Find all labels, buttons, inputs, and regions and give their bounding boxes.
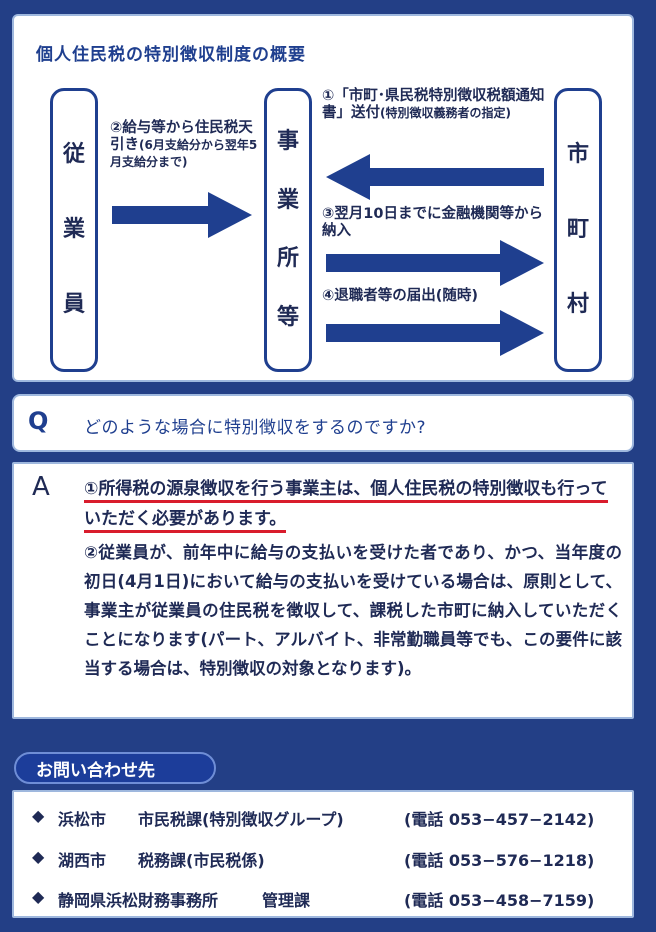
flow-note-notice: ①「市町･県民税特別徴収税額通知書」送付(特別徴収義務者の指定) (322, 88, 547, 122)
contact-dept: 市民税課(特別徴収グループ) (138, 810, 344, 829)
flow-note-withholding: ②給与等から住民税天引き(6月支給分から翌年5月支給分まで) (110, 120, 260, 171)
contact-row: ◆ 静岡県浜松財務事務所 管理課 (電話 053−458−7159) (32, 887, 622, 910)
contact-org: 静岡県浜松財務事務所 (58, 891, 219, 910)
diagram-title: 個人住民税の特別徴収制度の概要 (36, 45, 306, 65)
arrow-right-icon (326, 240, 544, 286)
city-box: 市 町 村 (554, 88, 602, 372)
flow-note-main: ③翌月10日までに金融機関等から納入 (322, 206, 543, 239)
employee-box: 従 業 員 (50, 88, 98, 372)
contact-phone: (電話 053−576−1218) (404, 851, 595, 870)
city-char: 町 (566, 216, 589, 242)
diamond-bullet-icon: ◆ (32, 887, 45, 906)
office-char: 業 (276, 187, 299, 213)
employee-char: 従 (62, 141, 85, 167)
flow-note-payment: ③翌月10日までに金融機関等から納入 (322, 206, 547, 240)
question-marker: Q (28, 407, 49, 435)
arrow-left-icon (326, 154, 544, 200)
contact-panel: ◆ 浜松市 市民税課(特別徴収グループ) (電話 053−457−2142) ◆… (12, 790, 634, 918)
answer-panel: A ①所得税の源泉徴収を行う事業主は、個人住民税の特別徴収も行っていただく必要が… (12, 462, 634, 719)
contact-row: ◆ 湖西市 税務課(市民税係) (電話 053−576−1218) (32, 847, 622, 870)
diamond-bullet-icon: ◆ (32, 806, 45, 825)
employee-char: 員 (62, 292, 85, 318)
answer-point-1: ①所得税の源泉徴収を行う事業主は、個人住民税の特別徴収も行っていただく必要があり… (84, 474, 622, 534)
arrow-right-icon (326, 310, 544, 356)
office-box: 事 業 所 等 (264, 88, 312, 372)
office-char: 等 (276, 304, 299, 330)
question-panel: Q どのような場合に特別徴収をするのですか? (12, 394, 634, 452)
contact-dept: 管理課 (262, 891, 311, 910)
contact-row: ◆ 浜松市 市民税課(特別徴収グループ) (電話 053−457−2142) (32, 806, 622, 829)
contact-org: 浜松市 (58, 810, 107, 829)
office-char: 事 (276, 129, 299, 155)
contact-phone: (電話 053−457−2142) (404, 810, 595, 829)
flow-note-retirement: ④退職者等の届出(随時) (322, 288, 547, 305)
contact-org: 湖西市 (58, 851, 107, 870)
overview-diagram-panel: 個人住民税の特別徴収制度の概要 従 業 員 事 業 所 等 市 町 村 ②給与等… (12, 14, 634, 382)
flow-note-main: ②給与等から住民税天引き (110, 120, 253, 153)
arrow-right-icon (112, 192, 252, 238)
contact-phone: (電話 053−458−7159) (404, 891, 595, 910)
diamond-bullet-icon: ◆ (32, 847, 45, 866)
city-char: 市 (566, 141, 589, 167)
answer-point-2: ②従業員が、前年中に給与の支払いを受けた者であり、かつ、当年度の初日(4月1日)… (84, 543, 622, 678)
flow-note-main: ④退職者等の届出(随時) (322, 288, 479, 304)
office-char: 所 (276, 246, 299, 272)
contact-dept: 税務課(市民税係) (138, 851, 265, 870)
question-text: どのような場合に特別徴収をするのですか? (84, 418, 427, 438)
answer-point-1-text: ①所得税の源泉徴収を行う事業主は、個人住民税の特別徴収も行っていただく必要があり… (84, 479, 608, 533)
city-char: 村 (566, 292, 589, 318)
flow-note-sub: (6月支給分から翌年5月支給分まで) (110, 138, 258, 169)
employee-char: 業 (62, 216, 85, 242)
flow-note-sub: (特別徴収義務者の指定) (380, 106, 511, 120)
answer-marker: A (32, 472, 50, 502)
contact-heading: お問い合わせ先 (14, 752, 216, 784)
flow-note-main: ①「市町･県民税特別徴収税額通知書」送付 (322, 88, 545, 121)
